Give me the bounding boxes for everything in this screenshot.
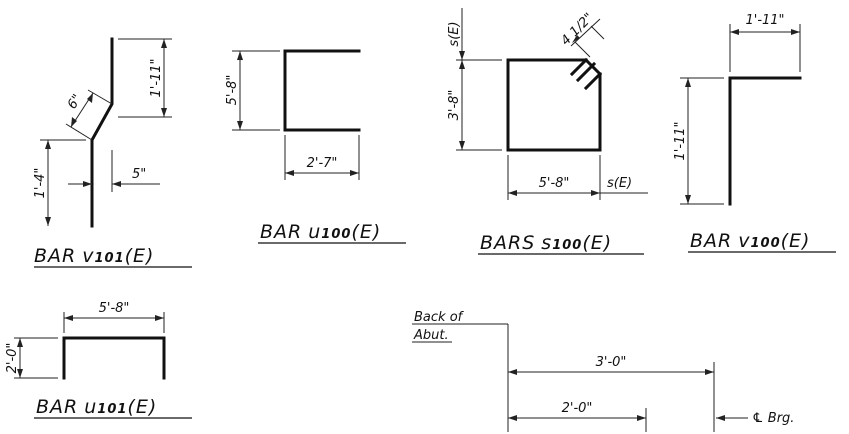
bar-u101-shape <box>62 336 166 380</box>
bar-u101-dim-height: 2'-0" <box>5 343 20 374</box>
bar-v101-dim-diag: 6" <box>65 92 85 112</box>
back-of-label: Back of <box>414 310 465 325</box>
bar-v101-dim-bottom: 1'-4" <box>33 168 48 199</box>
bar-u100-dim-width: 2'-7" <box>307 156 338 171</box>
bearing-dimension-detail: Back of Abut. 3'-0" 2'-0" ℄ Brg. <box>412 310 794 432</box>
bars-s100-dim-hook: 4 1/2" <box>558 10 596 48</box>
bar-v101-shape <box>90 37 114 228</box>
bars-s100-dim-width: 5'-8" <box>539 176 570 191</box>
abut-label: Abut. <box>413 328 449 343</box>
bars-s100-spacing-top: s(E) <box>447 21 462 46</box>
bars-s100-shape <box>506 58 602 152</box>
cl-brg-label: ℄ Brg. <box>752 411 794 426</box>
bar-v100-dim-height: 1'-11" <box>673 121 688 160</box>
bars-s100-spacing-right: s(E) <box>607 176 632 191</box>
bars-s100-dim-height: 3'-8" <box>447 90 462 121</box>
bar-v101-dim-top: 1'-11" <box>149 58 164 97</box>
bar-u101-dim-width: 5'-8" <box>99 301 130 316</box>
dim-3-0: 3'-0" <box>596 355 627 370</box>
bar-v100-dim-top: 1'-11" <box>745 13 784 28</box>
bar-u100-dim-height: 5'-8" <box>225 75 240 106</box>
bar-u100-shape <box>283 49 361 132</box>
bar-v100-shape <box>728 76 802 206</box>
bar-v101-dim-offset: 5" <box>132 167 146 182</box>
dim-2-0: 2'-0" <box>562 401 593 416</box>
